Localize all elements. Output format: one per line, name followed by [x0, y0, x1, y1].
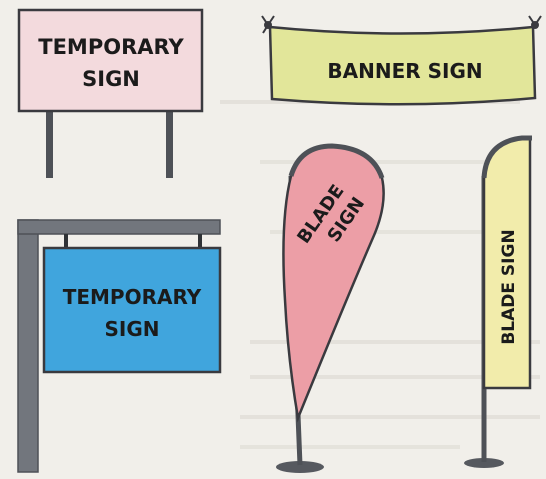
temporary-sign-top-line2: SIGN [82, 67, 140, 91]
blade-feather-label: BLADE SIGN [499, 229, 519, 344]
temporary-sign-hanging-line2: SIGN [105, 317, 160, 341]
temporary-sign-top-line1: TEMPORARY [38, 35, 184, 59]
banner-sign-label: BANNER SIGN [327, 59, 482, 83]
left-post [46, 110, 53, 178]
blade-sign-teardrop: BLADE SIGN [276, 146, 384, 473]
horizontal-arm [18, 220, 220, 234]
temporary-sign-hanging-line1: TEMPORARY [63, 285, 202, 309]
temporary-sign-standing: TEMPORARY SIGN [19, 10, 202, 178]
banner-sign: BANNER SIGN [262, 16, 541, 104]
vertical-post [18, 220, 38, 472]
temporary-sign-board [19, 10, 202, 111]
temporary-sign-hanging-board [44, 248, 220, 372]
temporary-sign-hanging: TEMPORARY SIGN [18, 220, 220, 472]
right-post [166, 110, 173, 178]
